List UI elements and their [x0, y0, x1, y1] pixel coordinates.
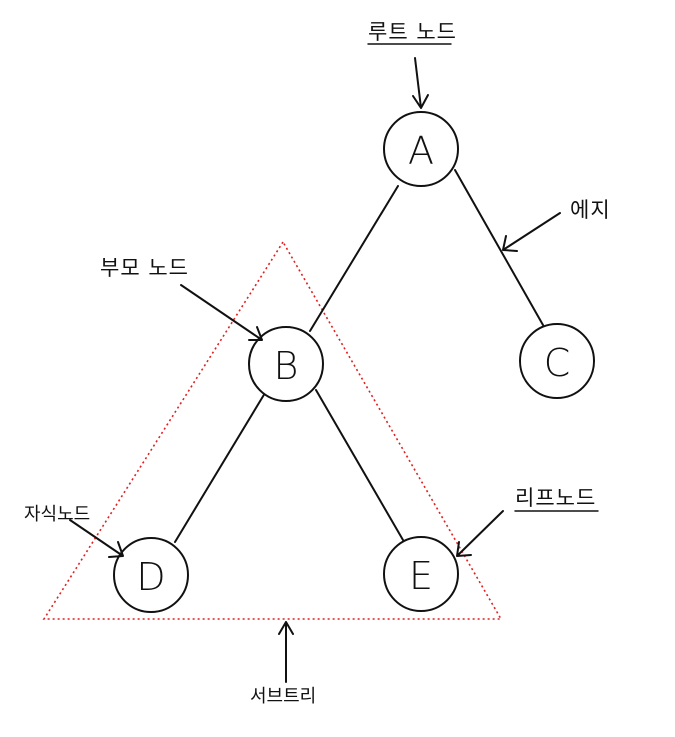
node-c: C — [519, 323, 595, 399]
subtree-arrow — [278, 621, 294, 683]
edge-a-c — [454, 169, 544, 326]
node-d-circle — [113, 537, 189, 613]
leaf-node-arrow — [456, 510, 504, 557]
subtree-label: 서브트리 — [250, 686, 316, 707]
node-e: E — [383, 536, 459, 612]
root-node-label: 루트 노드 — [368, 20, 457, 44]
leaf-node-label: 리프노드 — [515, 486, 596, 510]
root-node-arrow — [412, 57, 429, 109]
node-e-circle — [383, 536, 459, 612]
node-c-label: C — [544, 341, 571, 385]
parent-node-label: 부모 노드 — [100, 256, 189, 280]
node-d: D — [113, 537, 189, 613]
node-a-circle — [383, 111, 459, 187]
node-e-label: E — [409, 554, 433, 598]
node-b: B — [248, 326, 324, 402]
node-b-circle — [248, 326, 324, 402]
edge-b-e — [315, 389, 404, 541]
node-d-label: D — [136, 555, 165, 599]
node-c-circle — [519, 323, 595, 399]
edge-b-d — [174, 392, 266, 543]
edges — [174, 169, 544, 543]
edge-arrow — [502, 212, 561, 252]
node-a: A — [383, 111, 459, 187]
child-node-arrow — [69, 519, 124, 558]
node-b-label: B — [274, 344, 299, 388]
child-node-label: 자식노드 — [24, 504, 90, 525]
edge-a-b — [309, 185, 399, 332]
subtree-triangle — [42, 240, 503, 620]
parent-node-arrow — [180, 284, 263, 341]
edge-label: 에지 — [570, 198, 611, 222]
node-a-label: A — [408, 129, 434, 173]
annotation-arrows — [69, 57, 561, 683]
